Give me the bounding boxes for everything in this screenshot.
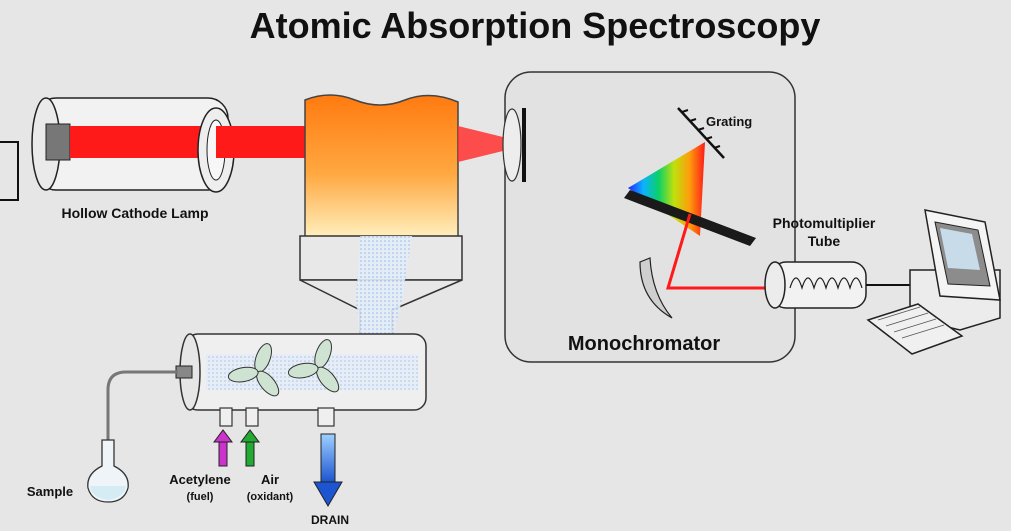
pmt-label-line2: Tube <box>808 233 841 249</box>
nebulizer-chamber <box>175 333 427 427</box>
fuel-label: (fuel) <box>187 491 214 503</box>
drain-label: DRAIN <box>311 513 349 527</box>
sample-flask <box>87 370 178 503</box>
page-title: Atomic Absorption Spectroscopy <box>250 5 821 46</box>
drain-arrow <box>313 433 343 507</box>
acetylene-label: Acetylene <box>169 472 230 487</box>
hollow-cathode-lamp <box>0 97 310 201</box>
lamp-label: Hollow Cathode Lamp <box>62 205 209 221</box>
computer-icon <box>866 209 1001 355</box>
flame-burner <box>299 94 463 341</box>
monochromator-label: Monochromator <box>568 333 720 355</box>
sample-label: Sample <box>27 484 73 499</box>
air-arrow <box>240 429 260 467</box>
oxidant-label: (oxidant) <box>247 491 294 503</box>
acetylene-arrow <box>213 429 233 467</box>
pmt-label-line1: Photomultiplier <box>773 215 876 231</box>
photomultiplier-tube <box>764 261 910 309</box>
grating-label: Grating <box>706 114 752 129</box>
monochromator <box>502 71 796 363</box>
air-label: Air <box>261 472 279 487</box>
